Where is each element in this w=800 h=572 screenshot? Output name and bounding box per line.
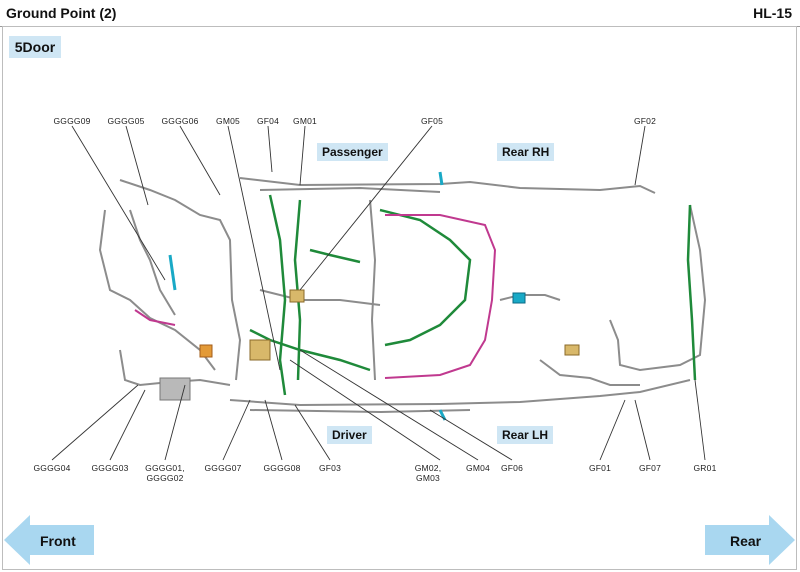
ground-label-gggg03: GGGG03 xyxy=(91,463,129,473)
ground-label-gf06: GF06 xyxy=(500,463,524,473)
ground-label-gm04: GM04 xyxy=(466,463,490,473)
ground-label-gggg07: GGGG07 xyxy=(204,463,242,473)
ground-label-gm05: GM05 xyxy=(216,116,240,126)
page-code: HL-15 xyxy=(753,5,792,21)
ground-label-gm01: GM01 xyxy=(293,116,317,126)
ground-label-gggg08: GGGG08 xyxy=(263,463,301,473)
variant-tag: 5Door xyxy=(9,36,61,58)
rear-nav-label[interactable]: Rear xyxy=(730,533,762,549)
ground-label-gf05: GF05 xyxy=(420,116,444,126)
rear-arrow-icon[interactable] xyxy=(703,515,795,565)
ground-label-gggg05: GGGG05 xyxy=(107,116,145,126)
ground-label-gf04: GF04 xyxy=(256,116,280,126)
ground-label-gggg04: GGGG04 xyxy=(33,463,71,473)
zone-passenger: Passenger xyxy=(317,143,388,161)
ground-label-gm02: GM02, xyxy=(414,463,442,473)
zone-driver: Driver xyxy=(327,426,372,444)
ground-label-gggg01: GGGG01, xyxy=(145,463,185,473)
zone-rear-lh: Rear LH xyxy=(497,426,554,444)
ground-label-gggg09: GGGG09 xyxy=(53,116,91,126)
ground-label-gf03: GF03 xyxy=(318,463,342,473)
ground-label-gr01: GR01 xyxy=(693,463,717,473)
ground-label-gf01: GF01 xyxy=(588,463,612,473)
zone-rear-rh: Rear RH xyxy=(497,143,555,161)
ground-label-gggg06: GGGG06 xyxy=(161,116,199,126)
page-title: Ground Point (2) xyxy=(6,5,117,21)
front-arrow-icon[interactable] xyxy=(4,515,96,565)
ground-label-gggg02: GGGG02 xyxy=(146,473,184,483)
ground-label-gf02: GF02 xyxy=(633,116,657,126)
ground-label-gm03: GM03 xyxy=(416,473,440,483)
front-nav-label[interactable]: Front xyxy=(40,533,76,549)
ground-label-gf07: GF07 xyxy=(638,463,662,473)
diagram-frame xyxy=(2,26,797,570)
